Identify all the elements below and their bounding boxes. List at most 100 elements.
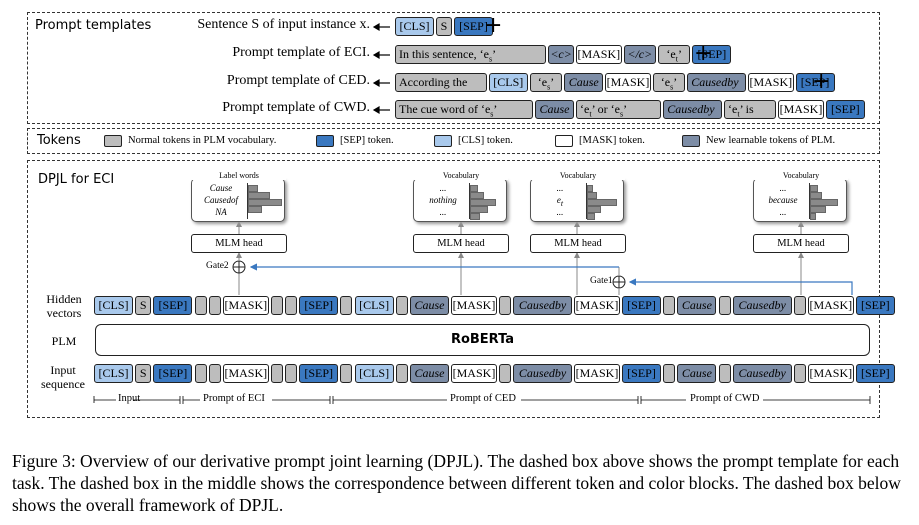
input-token (499, 364, 511, 383)
legend-label: New learnable tokens of PLM. (706, 135, 836, 146)
input-token: Causedby (732, 364, 792, 383)
vocabulary-bar (470, 213, 480, 220)
axis-eci-label: Prompt of ECI (203, 393, 265, 404)
vocabulary-bar (470, 192, 484, 199)
input-token: [MASK] (223, 364, 269, 383)
vocabulary-title: Vocabulary (414, 171, 508, 180)
input-token: [MASK] (574, 364, 620, 383)
template-token: [MASK] (748, 73, 794, 92)
template-label-eci: Prompt template of ECI. (232, 45, 370, 60)
prompt-templates-title: Prompt templates (35, 18, 152, 33)
template-token: The cue word of ‘es’ (395, 100, 533, 119)
input-token: [SEP] (299, 364, 339, 383)
legend-swatch-m (555, 135, 573, 147)
vocabulary-title: Vocabulary (754, 171, 848, 180)
input-token: [SEP] (855, 364, 895, 383)
legend-swatch-c (434, 135, 452, 147)
hidden-token: [SEP] (622, 296, 661, 315)
input-sequence-label: Input sequence (41, 363, 85, 391)
template-token: <c> (548, 45, 574, 64)
hidden-token: [MASK] (574, 296, 620, 315)
hidden-token (718, 296, 731, 315)
vocabulary-bar (470, 185, 478, 192)
mlm-head-box: MLM head (753, 234, 849, 253)
tokens-title: Tokens (37, 133, 81, 148)
input-token: [SEP] (622, 364, 661, 383)
input-token: Cause (410, 364, 449, 383)
vocabulary-item: ... (779, 207, 787, 217)
tokens-panel (27, 128, 880, 154)
template-token: [SEP] (795, 73, 835, 92)
hidden-token (663, 296, 676, 315)
hidden-token: [MASK] (808, 296, 854, 315)
prompt-templates-panel (27, 12, 880, 124)
vocabulary-item: ... (439, 183, 447, 193)
legend-swatch-n (104, 135, 122, 147)
template-token: [SEP] (692, 45, 732, 64)
legend-label: [SEP] token. (340, 135, 394, 146)
vocabulary-item: nothing (429, 195, 457, 205)
axis-cwd-label: Prompt of CWD (690, 393, 760, 404)
vocabulary-bar (810, 213, 816, 220)
template-token: [CLS] (395, 17, 434, 36)
vocabulary-bar (810, 192, 822, 199)
hidden-token: [SEP] (153, 296, 193, 315)
template-token: [MASK] (605, 73, 651, 92)
template-token: ‘et’ (658, 45, 691, 64)
vocabulary-axis (469, 183, 470, 219)
vocabulary-bar (248, 192, 270, 199)
hidden-token: [SEP] (299, 296, 339, 315)
template-token: Causedby (687, 73, 746, 92)
hidden-token: Causedby (513, 296, 572, 315)
plus-icon: + (694, 41, 713, 66)
template-token: ‘es’ (529, 73, 563, 92)
template-token: S (436, 17, 452, 36)
hidden-token: Cause (677, 296, 717, 315)
hidden-vectors-label: Hidden vectors (46, 292, 82, 320)
input-token: Cause (677, 364, 717, 383)
input-token (285, 364, 297, 383)
vocabulary-item: ... (556, 183, 564, 193)
hidden-token (395, 296, 408, 315)
vocabulary-bar (810, 199, 838, 206)
figure-caption: Figure 3: Overview of our derivative pro… (12, 451, 901, 515)
vocabulary-bar (587, 192, 597, 199)
template-token: ‘et’ is (724, 100, 777, 119)
hidden-token (208, 296, 221, 315)
mlm-head-box: MLM head (191, 234, 287, 253)
template-token: Causedby (663, 100, 722, 119)
input-token (395, 364, 408, 383)
vocabulary-item: et (556, 195, 564, 208)
vocabulary-bar (248, 185, 258, 192)
input-token (340, 364, 353, 383)
template-token: [MASK] (576, 45, 622, 64)
vocabulary-title: Label words (192, 171, 286, 180)
input-token: [CLS] (354, 364, 394, 383)
vocabulary-bar (470, 206, 488, 213)
plm-name: RoBERTa (450, 332, 515, 347)
template-token: ‘es’ (652, 73, 686, 92)
gate2-label: Gate2 (206, 261, 229, 271)
hidden-token: [MASK] (451, 296, 497, 315)
plm-box: RoBERTa (95, 324, 870, 356)
vocabulary-bar (587, 185, 593, 192)
template-token: [MASK] (778, 100, 824, 119)
hidden-token (194, 296, 207, 315)
vocabulary-bar (248, 199, 282, 206)
vocabulary-box: Vocabulary...et... (530, 171, 625, 222)
template-token: Cause (564, 73, 604, 92)
dpjl-panel (27, 160, 880, 418)
legend-label: [MASK] token. (579, 135, 645, 146)
vocabulary-item: ... (556, 207, 564, 217)
legend-label: [CLS] token. (458, 135, 513, 146)
hidden-token: [CLS] (354, 296, 394, 315)
vocabulary-axis (247, 183, 248, 219)
template-token: Cause (535, 100, 574, 119)
axis-input-label: Input (118, 393, 141, 404)
vocabulary-box: Vocabulary...nothing... (413, 171, 508, 222)
gate1-label: Gate1 (590, 276, 613, 286)
hidden-token (340, 296, 353, 315)
input-token (270, 364, 283, 383)
